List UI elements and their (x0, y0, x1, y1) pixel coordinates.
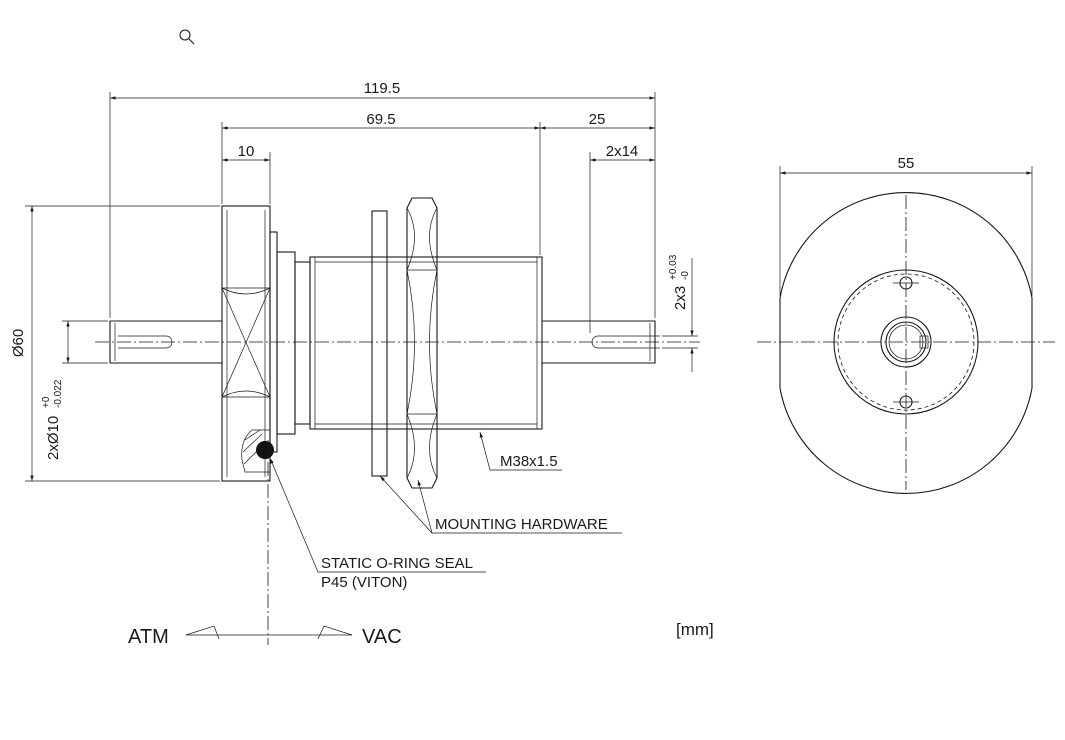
dim-end-view-width: 55 (898, 155, 915, 172)
dimensions (25, 92, 698, 573)
label-vac: VAC (362, 626, 402, 648)
end-view (757, 166, 1055, 495)
dim-shaft-end: 25 (589, 111, 606, 128)
label-atm: ATM (128, 626, 169, 648)
callout-thread: M38x1.5 (500, 453, 558, 470)
o-ring-seal (241, 429, 274, 473)
left-shaft (109, 320, 222, 364)
dim-key-width: 2x3 +0.03 -0 (668, 254, 691, 310)
dim-diameter: Ø60 (10, 329, 27, 357)
callout-mounting: MOUNTING HARDWARE (435, 516, 608, 533)
threaded-body (309, 256, 543, 430)
dim-shaft-diameter: 2xØ10 +0 -0.022 (41, 379, 64, 460)
svg-text:-0: -0 (680, 271, 691, 280)
dim-key-length: 2x14 (606, 143, 639, 160)
magnifier-icon[interactable] (179, 29, 195, 45)
mounting-washer (371, 210, 388, 477)
o-ring (256, 441, 274, 459)
right-shaft (542, 320, 660, 364)
svg-text:-0.022: -0.022 (53, 379, 64, 408)
atm-vac-indicator (185, 625, 353, 640)
dim-body-length: 69.5 (366, 111, 395, 128)
dim-overall-length: 119.5 (364, 80, 400, 97)
callout-seal-line1: STATIC O-RING SEAL (321, 555, 473, 572)
units-label: [mm] (676, 620, 714, 639)
side-view (95, 197, 700, 645)
svg-text:+0.03: +0.03 (668, 254, 679, 280)
svg-text:+0: +0 (41, 396, 52, 408)
callout-seal-line2: P45 (VITON) (321, 574, 407, 591)
labels: 119.5 69.5 25 10 2x14 Ø60 2xØ10 +0 -0.02… (10, 80, 914, 648)
mounting-nut (406, 197, 438, 489)
dim-flange-width: 10 (238, 143, 255, 160)
svg-text:2x3: 2x3 (672, 286, 689, 310)
svg-text:2xØ10: 2xØ10 (45, 416, 62, 460)
